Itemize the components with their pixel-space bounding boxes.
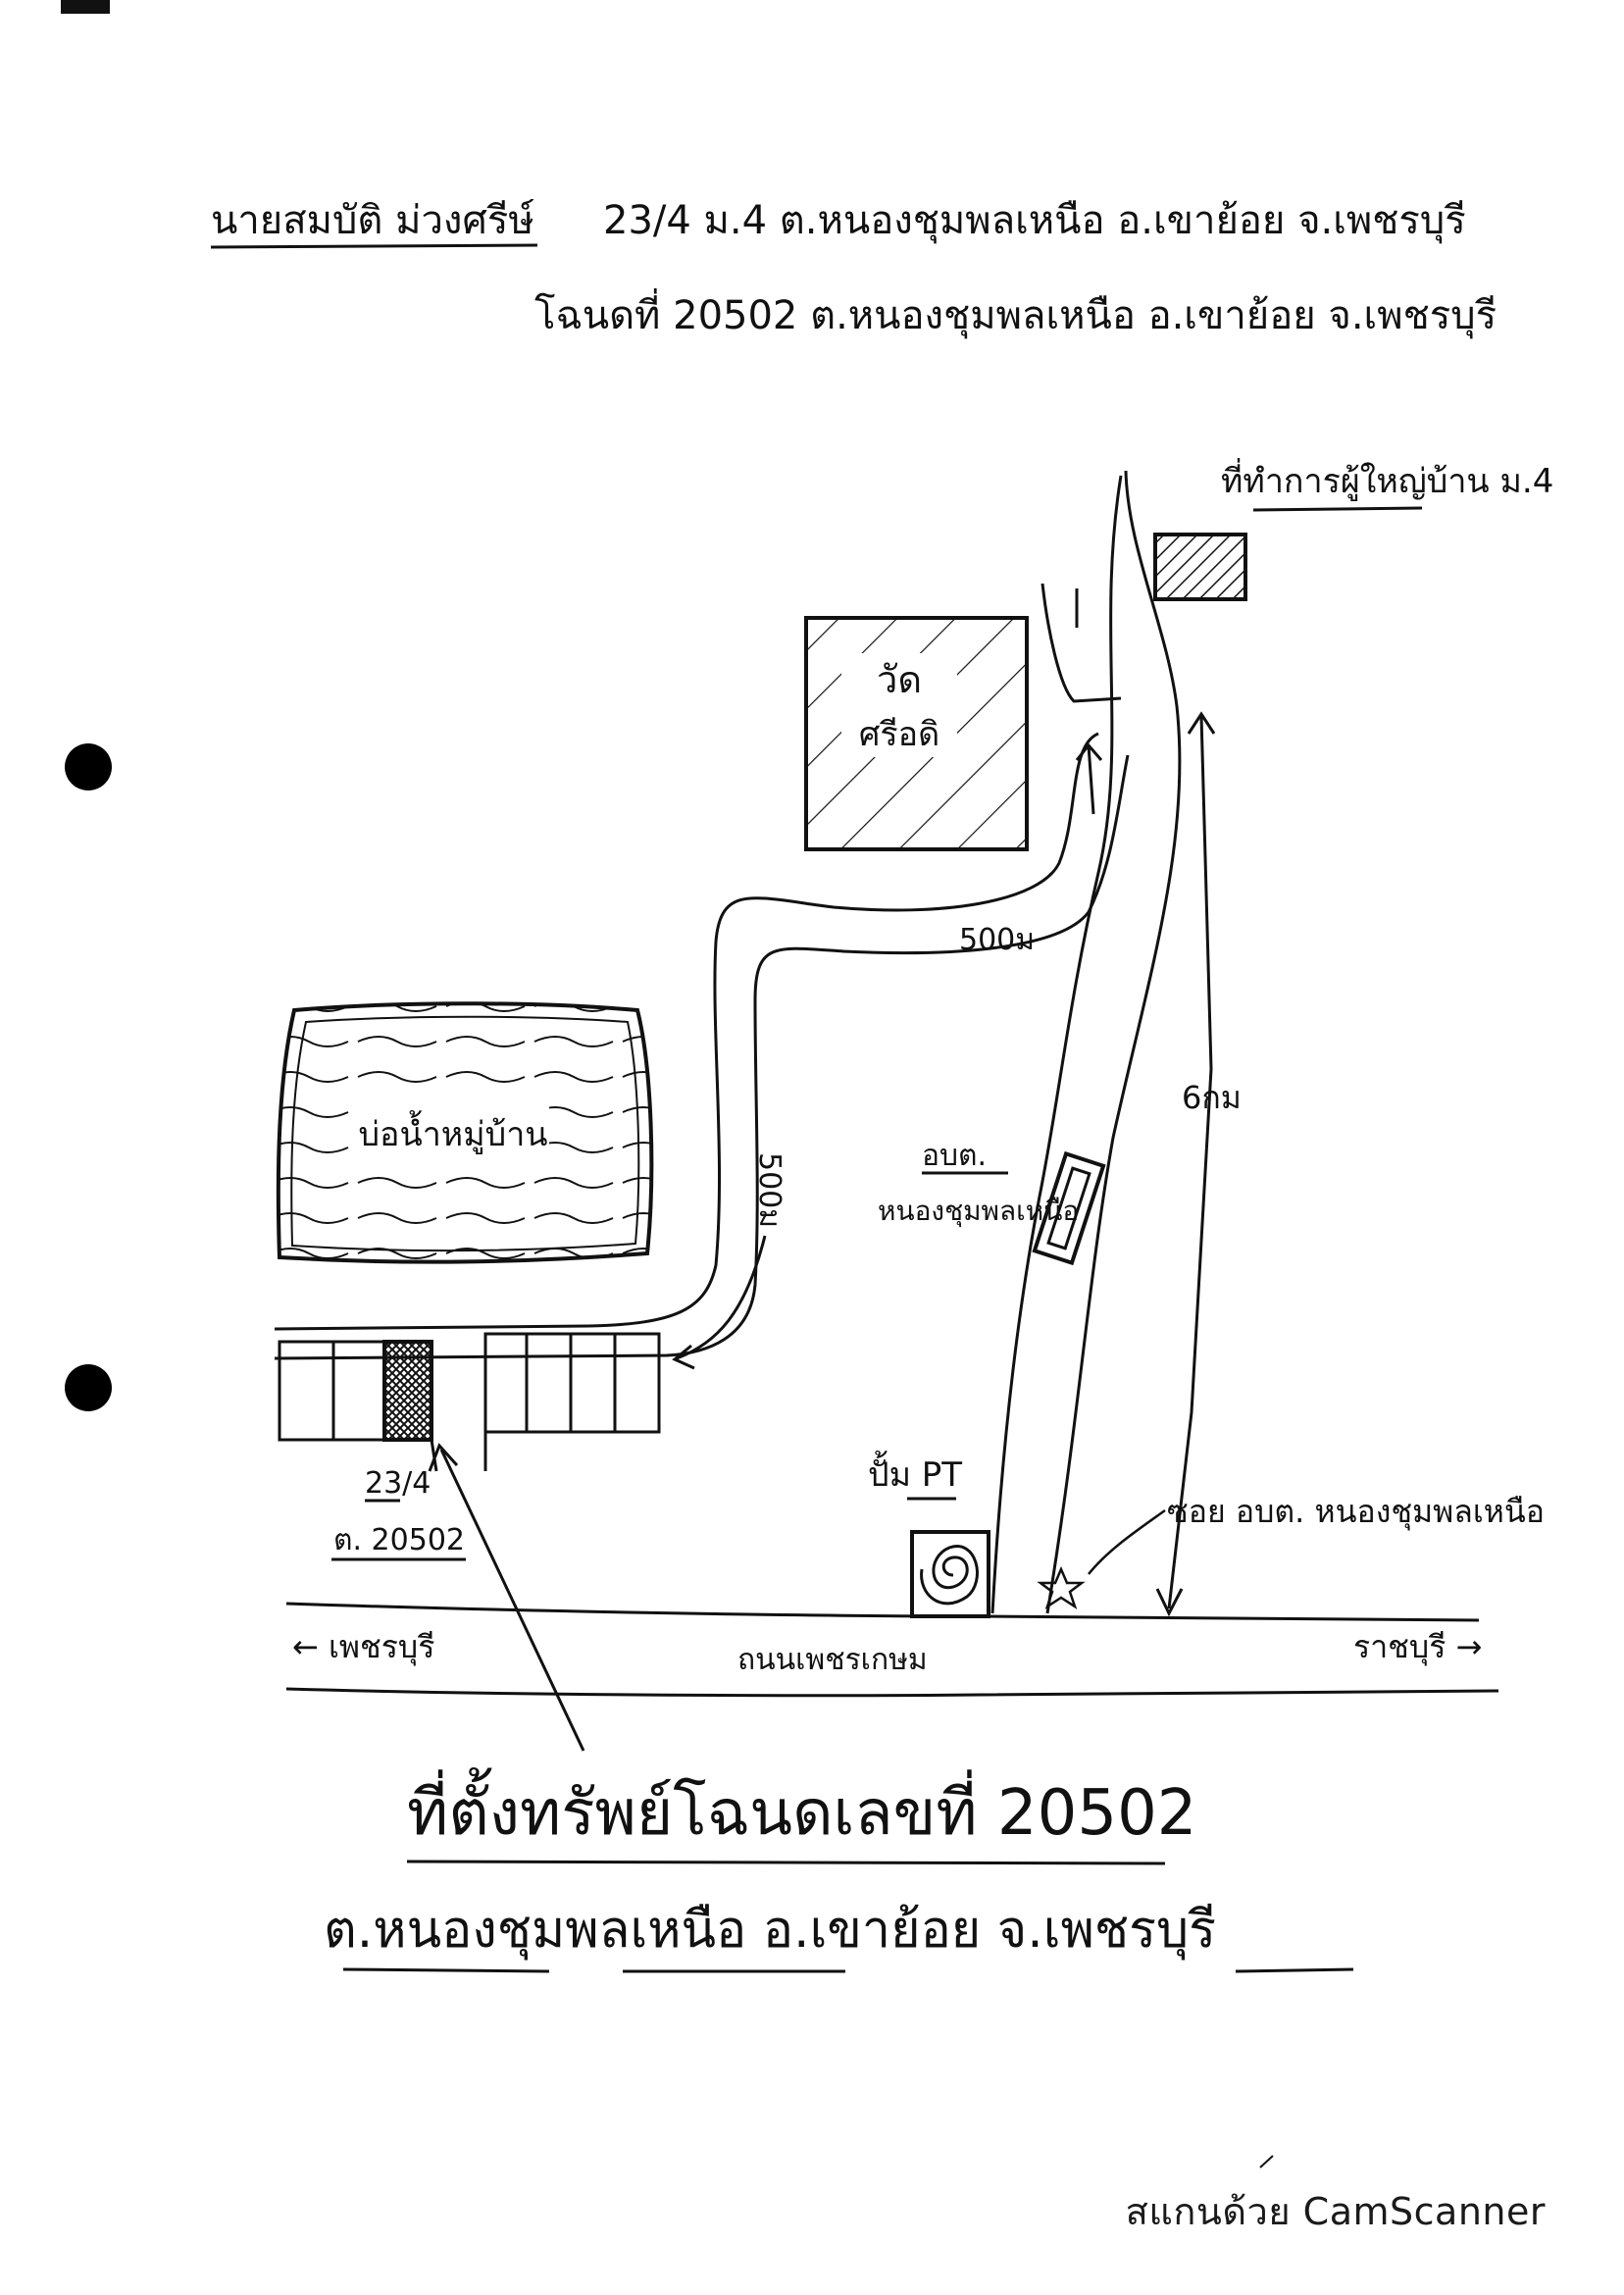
- footer-location-underline-1: [342, 1967, 550, 1973]
- house-number-label: 23/4: [365, 1466, 431, 1501]
- deed-number-label: ต. 20502: [333, 1523, 465, 1557]
- pond-label: บ่อน้ำหมู่บ้าน: [358, 1110, 547, 1154]
- scan-corner-mark: [61, 0, 110, 14]
- binder-hole-top: [65, 743, 112, 790]
- route-arrow-6km: [1167, 711, 1216, 1609]
- route-arrow-to-house: [672, 1235, 767, 1370]
- gas-station-label: ปั้ม PT: [868, 1451, 962, 1495]
- village-pond-inner: [290, 1015, 640, 1252]
- footer-location-underline-3: [1235, 1967, 1354, 1973]
- alley-pointer: [1088, 1508, 1166, 1575]
- pond-label-bg: [353, 1106, 549, 1159]
- owner-name: นายสมบัติ ม่วงศรีษ์: [211, 198, 534, 243]
- route-arrow-6km-head: [1155, 1588, 1184, 1617]
- row-houses-right: [483, 1332, 661, 1434]
- distance-6km: 6กม: [1182, 1079, 1242, 1116]
- owner-address: 23/4 ม.4 ต.หนองชุมพลเหนือ อ.เขาย้อย จ.เพ…: [603, 198, 1466, 244]
- temple-label: วัด: [877, 658, 922, 701]
- binder-hole-bottom: [65, 1364, 112, 1411]
- temple-sub-label: ศรีอดิ: [859, 715, 939, 754]
- footer-location: ต.หนองชุมพลเหนือ อ.เขาย้อย จ.เพชรบุรี: [324, 1901, 1216, 1961]
- property-pointer-line: [428, 1443, 585, 1752]
- camscanner-watermark: สแกนด้วย CamScanner: [1125, 2190, 1546, 2233]
- village-office-building: [1153, 533, 1247, 601]
- alley-star-icon: [1037, 1565, 1086, 1609]
- sao-office-label: อบต.: [922, 1139, 987, 1173]
- house-lane: [430, 1432, 487, 1472]
- temple-label-bg: [841, 653, 957, 757]
- highway-bottom-edge: [285, 1687, 1499, 1698]
- sao-office-building: [1032, 1150, 1106, 1266]
- owner-name-underline: [210, 243, 538, 249]
- alley-label: ซอย อบต. หนองชุมพลเหนือ: [1167, 1493, 1545, 1531]
- distance-500m-side: 500ม: [752, 1152, 787, 1228]
- village-office-underline: [1252, 506, 1423, 512]
- footer-title: ที่ตั้งทรัพย์โฉนดเลขที่ 20502: [407, 1767, 1197, 1850]
- side-road-outer: [274, 732, 1099, 1331]
- subject-property-plot: [382, 1340, 433, 1442]
- main-branch-road-right-edge: [1045, 470, 1182, 1614]
- stray-pen-mark: [1259, 2155, 1274, 2168]
- village-office-label: ที่ทำการผู้ใหญ่บ้าน ม.4: [1221, 458, 1553, 501]
- route-arrow-up: [1075, 742, 1103, 815]
- distance-500m-top: 500ม: [959, 923, 1035, 957]
- spur-road: [1040, 583, 1122, 703]
- direction-left-label: ← เพชรบุรี: [292, 1628, 434, 1666]
- main-road-label: ถนนเพชรเกษม: [737, 1643, 928, 1677]
- side-road-inner: [274, 754, 1130, 1360]
- deed-location: โฉนดที่ 20502 ต.หนองชุมพลเหนือ อ.เขาย้อย…: [534, 288, 1497, 339]
- main-branch-road-left-edge: [990, 475, 1123, 1614]
- direction-right-label: ราชบุรี →: [1353, 1628, 1482, 1666]
- gas-station-spiral: [920, 1545, 979, 1606]
- footer-title-underline: [406, 1860, 1166, 1865]
- highway-top-edge: [285, 1602, 1480, 1622]
